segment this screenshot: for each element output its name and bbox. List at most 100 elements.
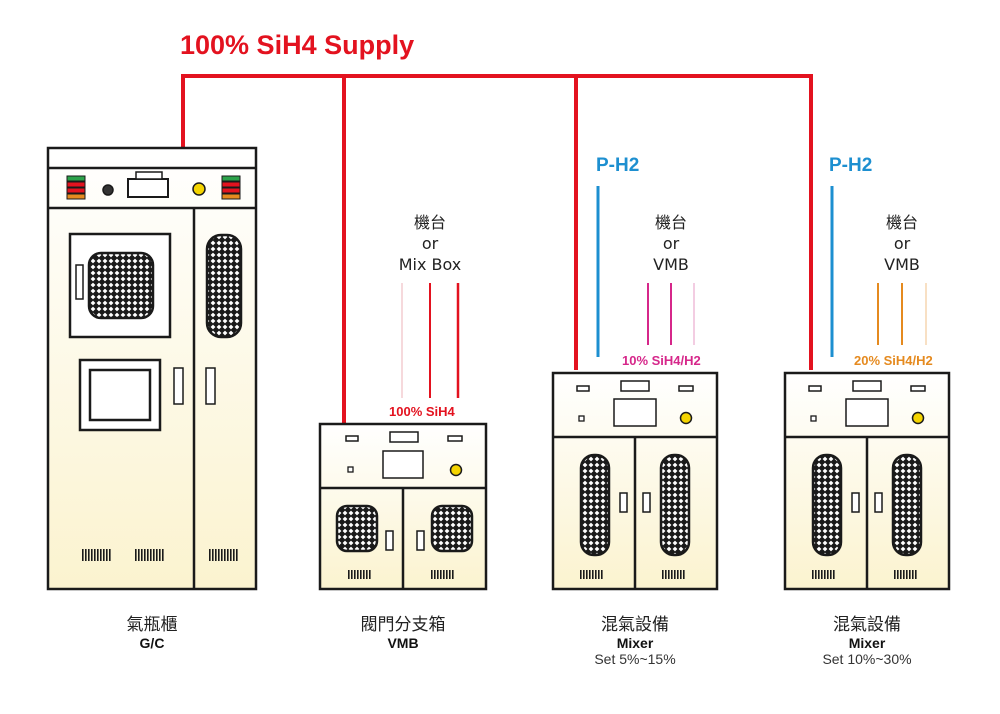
outlet-lines-vmb (401, 283, 460, 398)
vent-slot (671, 570, 673, 579)
vent-slot (440, 570, 442, 579)
vent-slot (82, 549, 84, 561)
vent-slot (236, 549, 238, 561)
vent-slot (147, 549, 149, 561)
vent-slot (437, 570, 439, 579)
vent-slot (586, 570, 588, 579)
vent-slot (159, 549, 161, 561)
vent-slot (212, 549, 214, 561)
key-lock-icon (192, 182, 206, 196)
display-screen-icon (613, 398, 657, 427)
vent-slot (88, 549, 90, 561)
vent-slot (897, 570, 899, 579)
vent-slot (97, 549, 99, 561)
vent-slot (592, 570, 594, 579)
vent-slot (900, 570, 902, 579)
vent-slot (366, 570, 368, 579)
vent-slot (906, 570, 908, 579)
vent-grille-icon (811, 453, 843, 557)
supply-header-line (181, 74, 813, 424)
vent-slot (141, 549, 143, 561)
gas-cabinet (46, 146, 258, 591)
vent-grille-icon (87, 251, 155, 320)
vent-grille-icon (205, 233, 243, 339)
outlet-lines-mixer-2 (877, 283, 927, 345)
mixer-cabinet-1 (551, 371, 719, 591)
vent-slot (227, 549, 229, 561)
vent-slot (595, 570, 597, 579)
vent-slot (815, 570, 817, 579)
status-lamp-icon (221, 175, 241, 200)
vent-slot (446, 570, 448, 579)
vent-grille-icon (659, 453, 691, 557)
vent-slot (583, 570, 585, 579)
vent-grille-icon (335, 504, 379, 553)
vent-slot (677, 570, 679, 579)
vent-slot (224, 549, 226, 561)
vent-slot (348, 570, 350, 579)
vent-slot (351, 570, 353, 579)
display-screen-icon (845, 398, 889, 427)
vent-slot (915, 570, 917, 579)
vent-slot (109, 549, 111, 561)
vent-slot (668, 570, 670, 579)
vent-slot (209, 549, 211, 561)
emergency-button-icon (102, 184, 114, 196)
h2-label-mixer-2: P-H2 (829, 155, 873, 176)
vent-slot (150, 549, 152, 561)
vent-slot (894, 570, 896, 579)
display-screen-icon (88, 368, 152, 422)
vent-slot (218, 549, 220, 561)
vent-slot (106, 549, 108, 561)
vent-slot (818, 570, 820, 579)
destination-label-vmb: 機台 or Mix Box (398, 213, 462, 274)
vent-slot (909, 570, 911, 579)
vent-slot (680, 570, 682, 579)
vent-slot (665, 570, 667, 579)
page-title: 100% SiH4 Supply (180, 30, 415, 60)
vent-slot (357, 570, 359, 579)
status-lamp-icon (66, 175, 86, 200)
bottom-vents (82, 549, 917, 579)
gas-label-vmb: 100% SiH4 (389, 404, 455, 419)
vent-slot (434, 570, 436, 579)
vent-slot (431, 570, 433, 579)
vent-slot (589, 570, 591, 579)
vent-grille-icon (430, 504, 474, 553)
vent-slot (103, 549, 105, 561)
vent-slot (233, 549, 235, 561)
vent-slot (598, 570, 600, 579)
vent-slot (230, 549, 232, 561)
display-screen-icon (382, 450, 424, 479)
vent-slot (85, 549, 87, 561)
vent-slot (912, 570, 914, 579)
vent-slot (827, 570, 829, 579)
key-lock-icon (911, 411, 925, 425)
vent-slot (821, 570, 823, 579)
destination-label-mixer-2: 機台 or VMB (884, 213, 920, 274)
vent-slot (833, 570, 835, 579)
vent-slot (812, 570, 814, 579)
caption-mixer-1: 混氣設備 Mixer Set 5%~15% (594, 615, 676, 667)
vent-slot (153, 549, 155, 561)
vent-slot (215, 549, 217, 561)
vent-slot (452, 570, 454, 579)
vent-slot (360, 570, 362, 579)
vent-slot (601, 570, 603, 579)
vent-slot (824, 570, 826, 579)
vent-slot (674, 570, 676, 579)
vent-grille-icon (579, 453, 611, 557)
caption-gas-cabinet: 氣瓶櫃 G/C (126, 615, 178, 651)
gas-label-mixer-1: 10% SiH4/H2 (622, 353, 701, 368)
vent-slot (91, 549, 93, 561)
vent-slot (903, 570, 905, 579)
caption-mixer-2: 混氣設備 Mixer Set 10%~30% (822, 615, 912, 667)
vent-slot (449, 570, 451, 579)
vent-slot (144, 549, 146, 561)
vent-slot (156, 549, 158, 561)
h2-label-mixer-1: P-H2 (596, 155, 640, 176)
vent-slot (162, 549, 164, 561)
vent-slot (138, 549, 140, 561)
